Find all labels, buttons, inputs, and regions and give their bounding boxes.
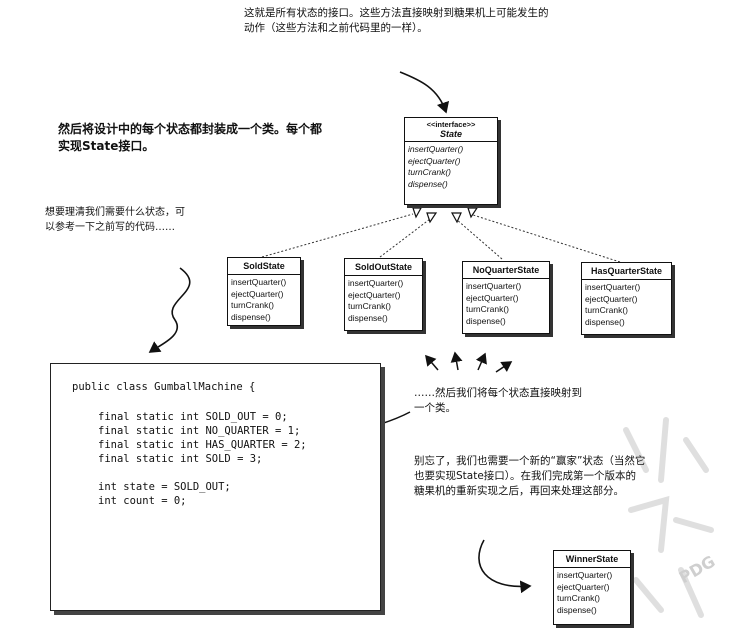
method: ejectQuarter() — [348, 289, 401, 300]
method: insertQuarter() — [466, 281, 522, 291]
interface-methods: insertQuarter() ejectQuarter() turnCrank… — [405, 142, 497, 194]
left-main-note: 然后将设计中的每个状态都封装成一个类。每个都实现State接口。 — [58, 122, 323, 154]
left-sub-note: 想要理清我们需要什么状态，可以参考一下之前写的代码…… — [45, 207, 185, 233]
top-note: 这就是所有状态的接口。这些方法直接映射到糖果机上可能发生的动作（这些方法和之前代… — [244, 7, 549, 35]
realization-triangle-1 — [412, 207, 423, 219]
method: ejectQuarter() — [466, 292, 519, 303]
left-note-arrow — [148, 267, 191, 353]
code-line-state: int state = SOLD_OUT; — [98, 481, 231, 493]
class-methods: insertQuarter() ejectQuarter() turnCrank… — [554, 568, 630, 620]
method: dispense() — [408, 178, 448, 189]
interface-stereotype: <<interface>> — [426, 120, 476, 129]
interface-header: <<interface>> State — [405, 118, 497, 142]
noquarterstate-class-box: NoQuarterState insertQuarter() ejectQuar… — [462, 261, 550, 334]
method: turnCrank() — [585, 305, 628, 315]
method: ejectQuarter() — [231, 288, 284, 299]
method: dispense() — [466, 315, 506, 326]
winnerstate-class-box: WinnerState insertQuarter() ejectQuarter… — [553, 550, 631, 625]
winner-arrow — [478, 539, 532, 594]
method: insertQuarter() — [348, 278, 404, 288]
method: dispense() — [231, 311, 271, 322]
realization-triangle-3 — [450, 212, 462, 224]
class-name: SoldState — [228, 258, 300, 275]
soldstate-class-box: SoldState insertQuarter() ejectQuarter()… — [227, 257, 301, 326]
class-methods: insertQuarter() ejectQuarter() turnCrank… — [463, 279, 549, 331]
class-name: SoldOutState — [345, 259, 422, 276]
method: turnCrank() — [466, 304, 509, 314]
class-methods: insertQuarter() ejectQuarter() turnCrank… — [582, 280, 671, 332]
class-methods: insertQuarter() ejectQuarter() turnCrank… — [345, 276, 422, 328]
class-name: HasQuarterState — [582, 263, 671, 280]
hasquarterstate-class-box: HasQuarterState insertQuarter() ejectQua… — [581, 262, 672, 335]
winner-state-note: 别忘了，我们也需要一个新的“赢家”状态（当然它也要实现State接口）。在我们完… — [414, 455, 646, 498]
method: insertQuarter() — [585, 282, 641, 292]
class-methods: insertQuarter() ejectQuarter() turnCrank… — [228, 275, 300, 327]
method: turnCrank() — [348, 301, 391, 311]
realization-triangle-4 — [467, 207, 479, 219]
method: dispense() — [585, 316, 625, 327]
method: turnCrank() — [408, 167, 451, 177]
method: ejectQuarter() — [557, 581, 610, 592]
method: dispense() — [348, 312, 388, 323]
method: ejectQuarter() — [408, 155, 461, 166]
method: insertQuarter() — [557, 570, 613, 580]
method: dispense() — [557, 604, 597, 615]
realization-triangle-2 — [426, 212, 438, 224]
code-line-sold-out: final static int SOLD_OUT = 0; — [98, 411, 288, 423]
method: turnCrank() — [231, 300, 274, 310]
class-name: NoQuarterState — [463, 262, 549, 279]
watermark-stamp: PDG — [606, 410, 730, 630]
state-interface-box: <<interface>> State insertQuarter() ejec… — [404, 117, 498, 205]
class-name: WinnerState — [554, 551, 630, 568]
method: insertQuarter() — [231, 277, 287, 287]
code-line-count: int count = 0; — [98, 495, 187, 507]
code-line-sold: final static int SOLD = 3; — [98, 453, 263, 465]
code-listing-box — [50, 363, 381, 611]
code-line-no-quarter: final static int NO_QUARTER = 1; — [98, 425, 301, 437]
method: ejectQuarter() — [585, 293, 638, 304]
top-note-arrow — [399, 71, 450, 114]
map-to-class-note: ……然后我们将每个状态直接映射到一个类。 — [414, 387, 582, 415]
code-line-class-decl: public class GumballMachine { — [72, 381, 256, 393]
method: insertQuarter() — [408, 144, 464, 154]
code-line-has-quarter: final static int HAS_QUARTER = 2; — [98, 439, 307, 451]
interface-name: State — [439, 129, 462, 139]
method: turnCrank() — [557, 593, 600, 603]
soldoutstate-class-box: SoldOutState insertQuarter() ejectQuarte… — [344, 258, 423, 331]
